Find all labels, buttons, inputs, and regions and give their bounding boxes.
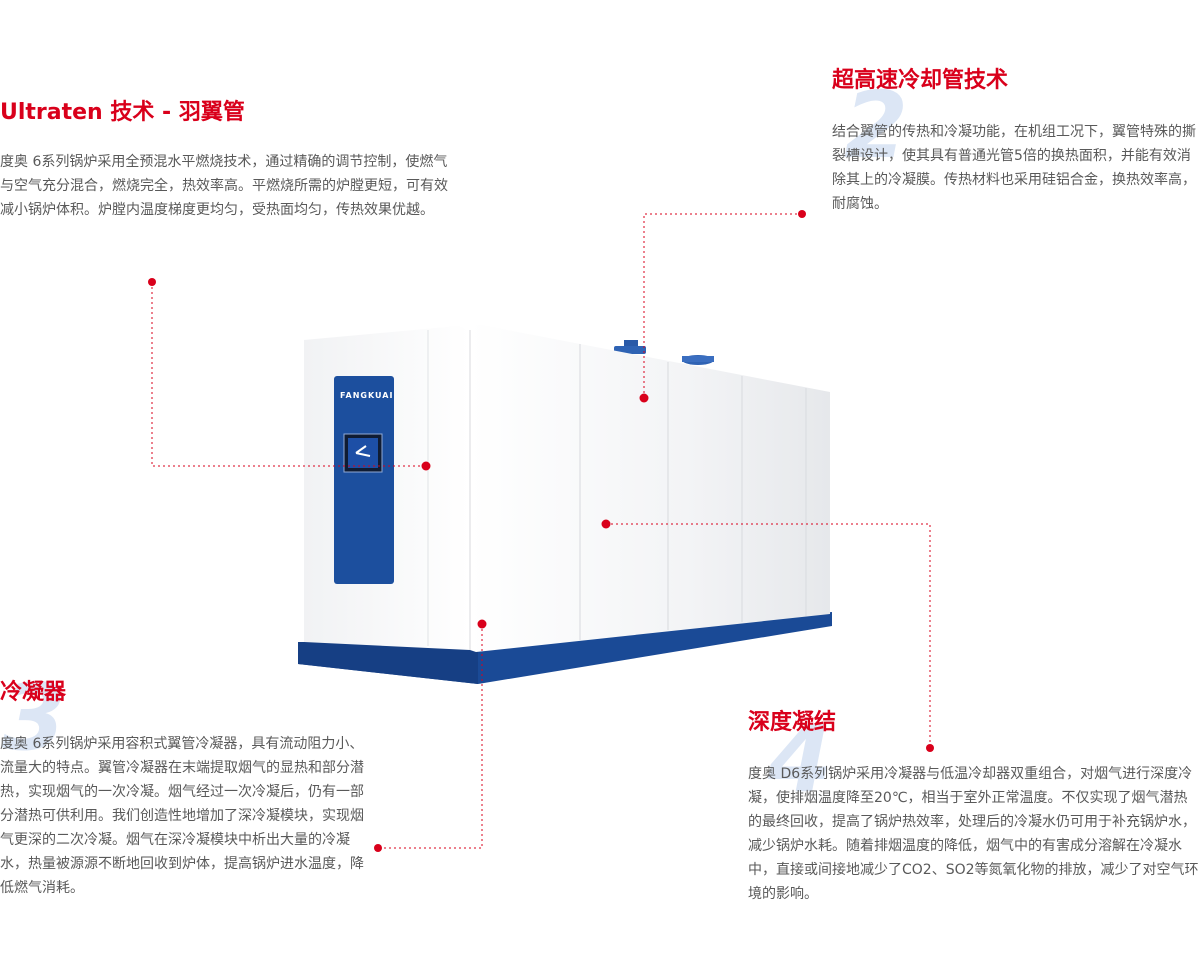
- section-deep-condensing: 4 深度凝结 度奥 D6系列锅炉采用冷凝器与低温冷却器双重组合，对烟气进行深度冷…: [748, 708, 1200, 906]
- callout-dot: [601, 519, 611, 529]
- section-number: 2: [844, 72, 909, 179]
- section-number: 3: [2, 664, 67, 771]
- callout-dots: [148, 210, 934, 852]
- callout-dot: [926, 744, 934, 752]
- boiler-base: [298, 612, 832, 684]
- section-number: 4: [768, 706, 833, 813]
- pipe-fittings: [614, 340, 714, 365]
- section-condenser: 3 冷凝器 度奥 6系列锅炉采用容积式翼管冷凝器，具有流动阻力小、流量大的特点。…: [0, 672, 368, 900]
- section-cooling-tube: 2 超高速冷却管技术 结合翼管的传热和冷凝功能，在机组工况下，翼管特殊的撕裂槽设…: [832, 66, 1200, 216]
- callout-dot: [148, 278, 156, 286]
- section-text: 度奥 6系列锅炉采用全预混水平燃烧技术，通过精确的调节控制，使燃气与空气充分混合…: [0, 154, 448, 218]
- section-ultraten: Ultraten 技术 - 羽翼管 度奥 6系列锅炉采用全预混水平燃烧技术，通过…: [0, 98, 452, 222]
- section-title: 深度凝结: [748, 710, 837, 735]
- callout-lines: [151, 213, 931, 849]
- brand-logo: FANGKUAI: [340, 391, 393, 400]
- callout-dot: [798, 210, 806, 218]
- section-title: 冷凝器: [0, 680, 67, 705]
- section-text: 度奥 D6系列锅炉采用冷凝器与低温冷却器双重组合，对烟气进行深度冷凝，使排烟温度…: [748, 766, 1199, 902]
- control-panel: FANGKUAI: [334, 376, 394, 584]
- boiler-side: [470, 324, 830, 652]
- callout-dot: [639, 393, 649, 403]
- callout-dot: [421, 461, 431, 471]
- section-title: Ultraten 技术 - 羽翼管: [0, 100, 245, 125]
- callout-dot: [374, 844, 382, 852]
- section-text: 度奥 6系列锅炉采用容积式翼管冷凝器，具有流动阻力小、流量大的特点。翼管冷凝器在…: [0, 736, 364, 896]
- section-title: 超高速冷却管技术: [832, 68, 1009, 93]
- panel-seams: [579, 344, 807, 640]
- section-text: 结合翼管的传热和冷凝功能，在机组工况下，翼管特殊的撕裂槽设计，使其具有普通光管5…: [832, 124, 1196, 212]
- callout-dot: [477, 619, 487, 629]
